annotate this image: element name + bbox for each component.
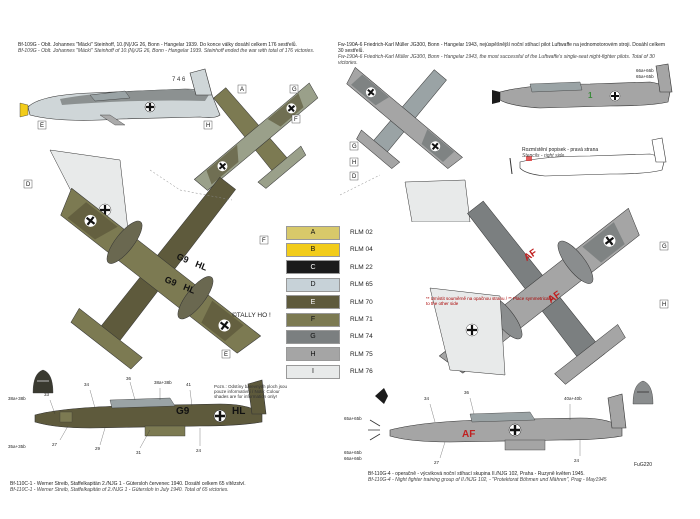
- svg-text:34: 34: [424, 396, 430, 401]
- svg-text:27: 27: [434, 460, 440, 465]
- svg-text:40a+40b: 40a+40b: [564, 396, 582, 401]
- svg-text:F: F: [294, 117, 298, 123]
- svg-text:38a+38b: 38a+38b: [8, 396, 26, 401]
- rlm-label: RLM 22: [350, 263, 373, 271]
- svg-text:A: A: [240, 87, 244, 93]
- bf110g-side-code: AF: [462, 429, 476, 440]
- svg-text:G: G: [352, 144, 357, 150]
- svg-text:D: D: [26, 182, 31, 188]
- bf110g-caption-en: Bf-110G-4 - Night fighter training group…: [368, 477, 607, 483]
- bf109-top-view: [193, 82, 319, 191]
- color-swatch-row: A RLM 02: [286, 224, 418, 241]
- svg-text:35a+35b: 35a+35b: [8, 444, 26, 449]
- bf110c-side-code-left: G9: [176, 406, 190, 417]
- fw190-caption-en: Fw-190A-6 Friedrich-Karl Müller JG300, B…: [338, 54, 655, 66]
- placement-label-en: Stencils - right side: [522, 153, 565, 159]
- bf109-caption-cz: Bf-109G - Oblt. Johannes "Mäcki" Steinho…: [18, 42, 297, 48]
- svg-text:65a+65b: 65a+65b: [344, 416, 362, 421]
- svg-text:D: D: [352, 174, 357, 180]
- svg-text:66a+66b: 66a+66b: [344, 456, 362, 461]
- svg-text:E: E: [224, 352, 228, 358]
- color-swatch: D: [286, 277, 340, 292]
- rlm-label: RLM 02: [350, 229, 373, 236]
- bf110c-front-view: [32, 369, 54, 394]
- bf110c-caption-cz: Bf-110C-1 - Werner Streib, Staffelkapitä…: [10, 481, 246, 487]
- svg-text:27: 27: [52, 442, 58, 447]
- color-swatch-row: F RLM 71: [286, 311, 418, 328]
- symmetric-note: ** Umístit souměrně na opačnou stranu / …: [426, 296, 553, 306]
- bf109-drawings: 7 4 6 A F E H G: [19, 68, 319, 191]
- svg-text:F: F: [262, 238, 266, 244]
- svg-text:36: 36: [126, 376, 132, 381]
- rlm-label: RLM 70: [350, 298, 373, 306]
- svg-text:36: 36: [464, 390, 470, 395]
- color-swatch-row: H RLM 75: [286, 346, 418, 363]
- svg-text:H: H: [352, 160, 356, 166]
- rlm-label: RLM 74: [350, 333, 373, 341]
- color-swatch-row: G RLM 74: [286, 328, 418, 345]
- placement-label-cz: Rozmístění popisek - pravá strana: [522, 147, 599, 153]
- bf110c-drawings: D F E: [23, 149, 269, 370]
- svg-text:41: 41: [186, 382, 192, 387]
- color-swatch: H: [286, 347, 340, 362]
- color-swatch: B: [286, 242, 340, 257]
- svg-text:7 4 6: 7 4 6: [172, 77, 186, 83]
- svg-text:G: G: [662, 244, 667, 250]
- bf110c-side-view: 33 34 36 38a+38b 41 27 29 31 24 38a+38b 35a+35b: [8, 376, 267, 455]
- color-swatch: G: [286, 329, 340, 344]
- bf110g-front-view: [632, 380, 654, 405]
- svg-text:29: 29: [95, 446, 101, 451]
- svg-text:38a+38b: 38a+38b: [154, 380, 172, 385]
- bf110c-side-code-right: HL: [232, 406, 246, 417]
- svg-text:33: 33: [44, 392, 50, 397]
- color-swatch: C: [286, 260, 340, 275]
- svg-text:H: H: [206, 123, 210, 129]
- svg-text:31: 31: [136, 450, 142, 455]
- svg-text:24: 24: [574, 458, 580, 463]
- fw190-underside: [404, 179, 471, 222]
- svg-text:1: 1: [588, 91, 593, 100]
- rlm-label: RLM 75: [350, 350, 373, 358]
- color-swatch-row: B RLM 04: [286, 241, 418, 258]
- svg-text:24: 24: [196, 448, 202, 453]
- color-swatch-row: C RLM 22: [286, 259, 418, 276]
- rlm-label: RLM 65: [350, 281, 373, 289]
- bf110g-underside-wing: [429, 287, 506, 376]
- fw190-caption-cz: Fw-190A-6 Friedrich-Karl Müller JG300, B…: [338, 42, 666, 54]
- fw190-stencil-view: [509, 137, 667, 177]
- color-swatch-row: I RLM 76: [286, 363, 418, 380]
- fw190-side-view: 1: [492, 63, 673, 109]
- bf110c-caption-en: Bf-110C-1 - Werner Streib, Staffelkapitä…: [10, 487, 229, 493]
- svg-text:65a+65b: 65a+65b: [636, 74, 654, 79]
- svg-text:G: G: [292, 87, 297, 93]
- svg-text:E: E: [40, 123, 44, 129]
- bf110g-caption-cz: Bf-110G-4 - operačně - výcviková noční s…: [368, 471, 585, 477]
- tally-ho-credit: ©TALLY HO !: [232, 312, 271, 319]
- svg-text:34: 34: [84, 382, 90, 387]
- color-swatch: A: [286, 225, 340, 240]
- svg-text:66a+66b: 66a+66b: [636, 68, 654, 73]
- fug220-label: FuG220: [634, 462, 653, 468]
- color-swatch: I: [286, 364, 340, 379]
- rlm-label: RLM 71: [350, 316, 373, 323]
- color-swatch-row: E RLM 70: [286, 294, 418, 311]
- color-swatch: F: [286, 312, 340, 327]
- rlm-label: RLM 04: [350, 246, 373, 254]
- bf109-caption-en: Bf-109G - Oblt. Johannes "Mäcki" Steinho…: [18, 48, 315, 54]
- colour-note: Pozn.: Odstíny barevných ploch jsou pouz…: [214, 384, 288, 399]
- bf110c-top-view: [60, 176, 262, 370]
- svg-text:H: H: [662, 302, 666, 308]
- svg-text:65a+65b: 65a+65b: [344, 450, 362, 455]
- color-swatch: E: [286, 295, 340, 310]
- fw190-top-view: [346, 67, 463, 169]
- color-swatch-row: D RLM 65: [286, 276, 418, 293]
- bf109-side-view: 7 4 6: [19, 68, 221, 126]
- rlm-label: RLM 76: [350, 368, 373, 376]
- bf110g-drawings: G H: [429, 200, 669, 385]
